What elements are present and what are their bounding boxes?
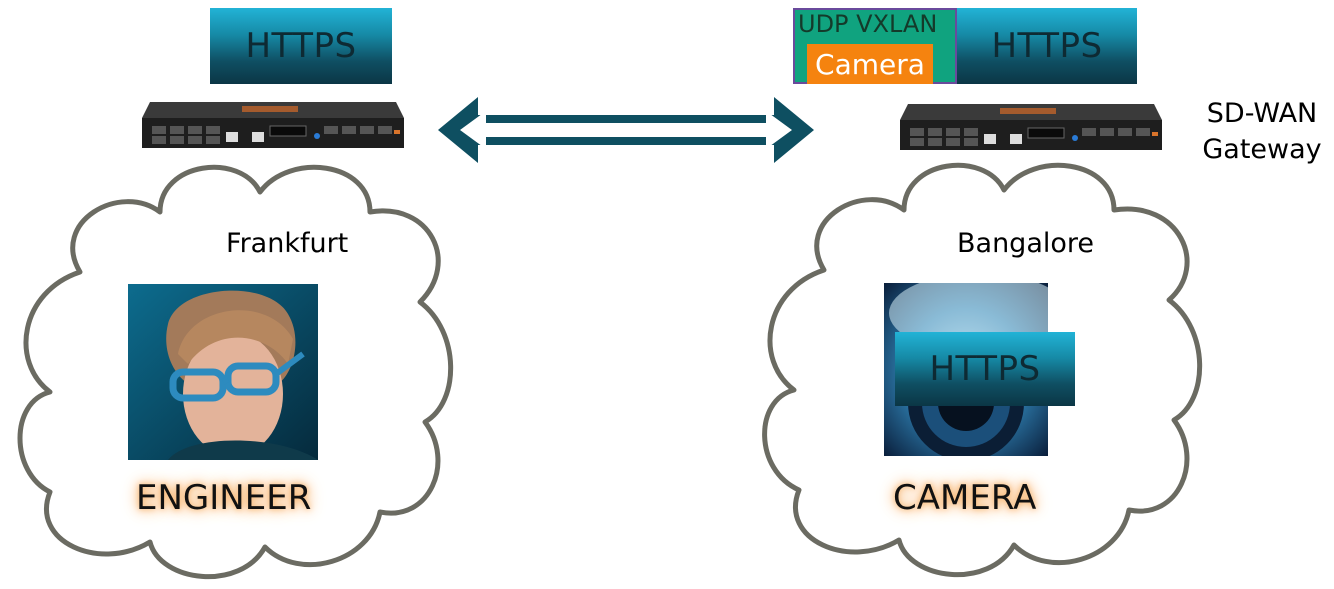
left-city-label: Frankfurt xyxy=(226,228,349,259)
camera-https-box: HTTPS xyxy=(895,332,1075,406)
right-https-label: HTTPS xyxy=(991,26,1103,66)
camera-label: CAMERA xyxy=(893,478,1037,518)
left-https-box: HTTPS xyxy=(210,8,392,84)
bidirectional-arrow xyxy=(438,97,814,163)
camera-https-label: HTTPS xyxy=(929,349,1041,389)
left-gateway-device xyxy=(142,102,404,148)
udp-vxlan-box: UDP VXLAN Camera xyxy=(793,8,957,84)
right-city-label: Bangalore xyxy=(957,228,1095,259)
arrow-inner-white xyxy=(460,111,792,149)
right-https-box: HTTPS xyxy=(957,8,1137,84)
camera-payload-box: Camera xyxy=(807,44,933,84)
sdwan-caption-line1: SD-WAN xyxy=(1206,98,1318,129)
sdwan-caption-line2: Gateway xyxy=(1202,134,1322,165)
camera-payload-label: Camera xyxy=(815,47,925,81)
right-gateway-device xyxy=(900,104,1162,150)
engineer-photo-icon xyxy=(128,284,318,460)
udp-vxlan-label: UDP VXLAN xyxy=(798,10,938,38)
left-https-label: HTTPS xyxy=(245,26,357,66)
engineer-label: ENGINEER xyxy=(136,478,312,518)
sdwan-gateway-caption: SD-WAN Gateway xyxy=(1190,96,1334,168)
